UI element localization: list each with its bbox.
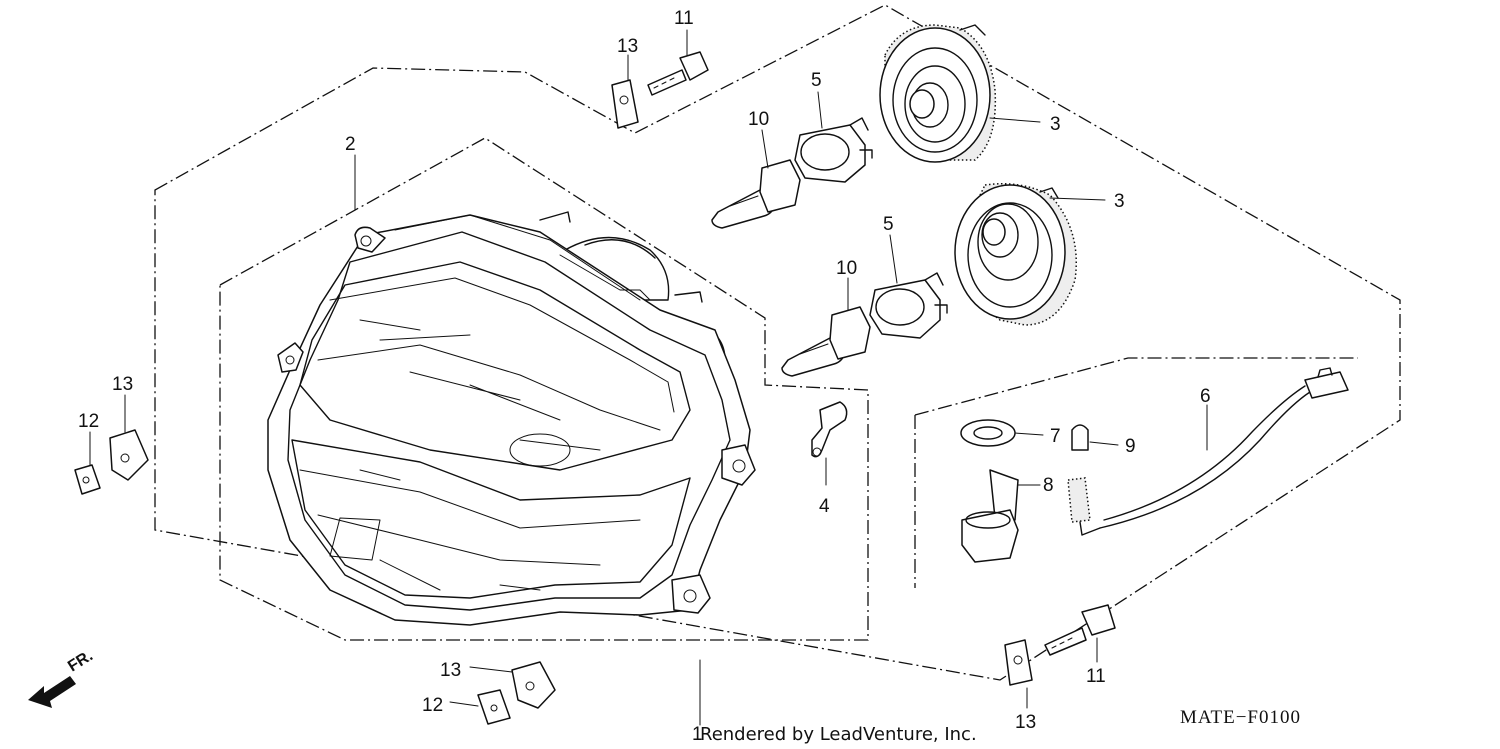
wire-clamp[interactable] xyxy=(811,401,848,458)
callout-12-bottom: 12 xyxy=(422,695,443,716)
callout-3-lower: 3 xyxy=(1114,191,1125,212)
position-light-socket[interactable] xyxy=(961,469,1019,563)
clip-left[interactable] xyxy=(109,429,149,481)
socket-cover-upper[interactable] xyxy=(879,24,997,163)
callout-1: 1 xyxy=(692,724,703,745)
callout-2: 2 xyxy=(345,134,356,155)
headlight-unit[interactable] xyxy=(267,211,756,626)
callout-5-upper: 5 xyxy=(811,70,822,91)
clip-upper[interactable] xyxy=(611,79,639,129)
diagram-code: MATE−F0100 xyxy=(1180,707,1301,728)
callout-5-lower: 5 xyxy=(883,214,894,235)
clip-bottom[interactable] xyxy=(511,661,556,709)
callout-13-lower-right: 13 xyxy=(1015,712,1036,733)
bulb-socket-upper[interactable] xyxy=(794,117,873,183)
clip-lower-right[interactable] xyxy=(1004,639,1033,686)
position-light-socket-seal[interactable] xyxy=(960,419,1016,447)
callout-7: 7 xyxy=(1050,426,1061,447)
callout-13-left: 13 xyxy=(112,374,133,395)
front-direction-arrow: FR. xyxy=(28,647,96,708)
position-light-bulb[interactable] xyxy=(1071,424,1089,451)
callout-11-lower: 11 xyxy=(1086,666,1106,687)
callout-8: 8 xyxy=(1043,475,1054,496)
position-light-wire-harness[interactable] xyxy=(1067,367,1349,536)
callout-13-bottom: 13 xyxy=(440,660,461,681)
nut-left[interactable] xyxy=(74,464,101,495)
socket-cover-lower[interactable] xyxy=(954,183,1077,326)
bolt-lower[interactable] xyxy=(1044,604,1116,656)
callout-6: 6 xyxy=(1200,386,1211,407)
callout-labels: 2 1 3 3 4 5 5 6 7 8 9 10 10 11 11 12 12 … xyxy=(78,8,1211,745)
callout-10-lower: 10 xyxy=(836,258,857,279)
callout-13-upper: 13 xyxy=(617,36,638,57)
callout-11-upper: 11 xyxy=(674,8,694,29)
direction-label: FR. xyxy=(65,647,96,675)
callout-4: 4 xyxy=(819,496,830,517)
callout-12-left: 12 xyxy=(78,411,99,432)
callout-3-upper: 3 xyxy=(1050,114,1061,135)
headlight-bulb-lower[interactable] xyxy=(781,306,871,377)
bulb-socket-lower[interactable] xyxy=(869,272,948,339)
credit-text: Rendered by LeadVenture, Inc. xyxy=(700,724,977,745)
nut-bottom[interactable] xyxy=(477,689,511,725)
callout-9: 9 xyxy=(1125,436,1136,457)
bolt-upper[interactable] xyxy=(647,51,709,96)
headlight-bulb-upper[interactable] xyxy=(711,159,801,229)
callout-10-upper: 10 xyxy=(748,109,769,130)
leader-lines xyxy=(89,29,1208,726)
